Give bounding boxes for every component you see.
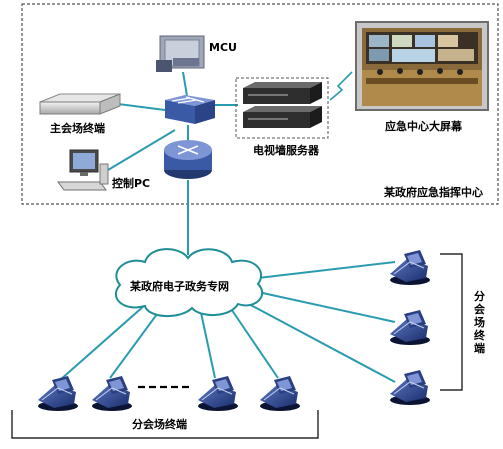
mcu-label: MCU xyxy=(209,41,237,54)
video-terminal-icon xyxy=(389,309,431,346)
video-terminal-icon xyxy=(389,369,431,406)
main-terminal-icon xyxy=(39,93,121,115)
mcu-icon xyxy=(156,35,205,72)
tv-wall-server-group xyxy=(235,77,329,139)
network-links xyxy=(59,261,396,383)
video-terminal-icon xyxy=(91,375,133,412)
switch-icon xyxy=(165,95,215,124)
sub-terminals-right-label: 分会场终端 xyxy=(474,289,486,355)
command-center-links xyxy=(107,71,353,255)
pc-icon xyxy=(57,149,109,191)
video-terminal-icon xyxy=(259,375,301,412)
router-icon xyxy=(164,140,212,179)
egov-network-label: 某政府电子政务专网 xyxy=(129,279,229,293)
cloud-icon xyxy=(114,248,264,317)
bottom-bracket xyxy=(11,410,319,439)
video-terminal-icon xyxy=(37,375,79,412)
tv-wall-server-label: 电视墙服务器 xyxy=(253,143,320,157)
control-pc-label: 控制PC xyxy=(112,176,150,190)
sub-terminals-bottom-label: 分会场终端 xyxy=(132,417,187,431)
right-bracket xyxy=(440,253,463,391)
screen-photo-icon xyxy=(355,21,489,111)
command-center-boundary xyxy=(21,3,499,205)
main-terminal-label: 主会场终端 xyxy=(50,121,105,135)
video-terminal-icon xyxy=(389,249,431,286)
big-screen-label: 应急中心大屏幕 xyxy=(385,119,463,133)
server-icon xyxy=(243,82,322,128)
video-terminal-icon xyxy=(197,375,239,412)
command-center-label: 某政府应急指挥中心 xyxy=(383,185,483,199)
